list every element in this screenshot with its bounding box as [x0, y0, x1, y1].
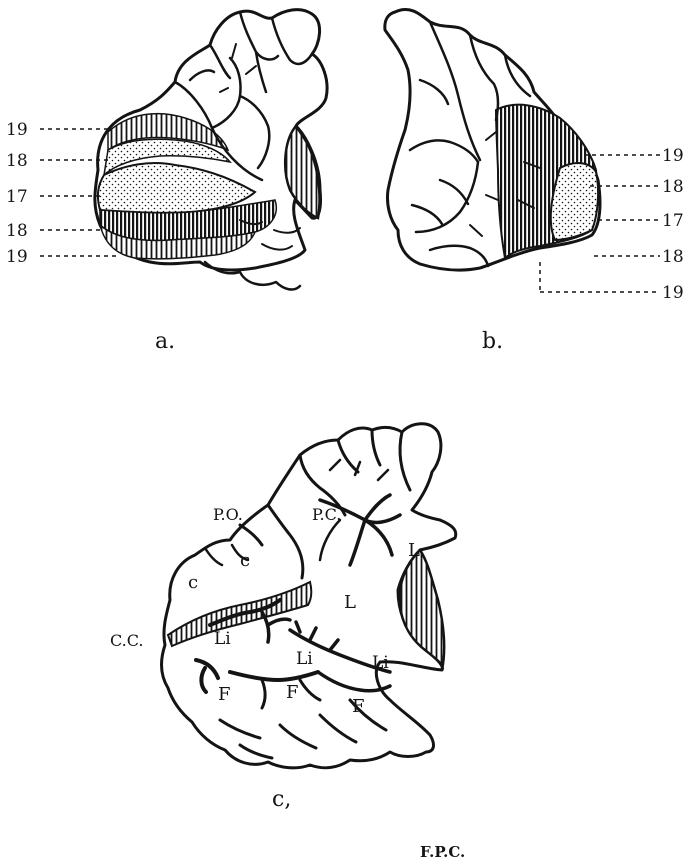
label-c-f-3: F [352, 696, 365, 717]
label-b-19-top: 19 [662, 146, 684, 166]
label-a-17: 17 [6, 187, 28, 207]
label-c-pc: P.C. [312, 505, 341, 524]
label-b-19-bottom: 19 [662, 283, 684, 303]
label-c-li-2: Li [296, 649, 313, 669]
label-c-l-upper: L [408, 540, 420, 561]
label-a-19-bottom: 19 [6, 247, 28, 267]
caption-b: b. [482, 329, 503, 354]
label-c-f-1: F [218, 684, 231, 705]
label-b-18-top: 18 [662, 177, 684, 197]
label-b-18-bottom: 18 [662, 247, 684, 267]
label-c-c2: c [240, 550, 250, 571]
brain-drawing-a [95, 10, 327, 290]
brain-drawing-c [162, 424, 456, 768]
artist-signature: F.P.C. [420, 843, 465, 861]
label-c-po: P.O. [213, 505, 243, 524]
label-c-f-2: F [286, 682, 299, 703]
label-b-17: 17 [662, 211, 684, 231]
label-a-18-bottom: 18 [6, 221, 28, 241]
label-c-li-3: Li [372, 653, 389, 673]
panel-b: 19 18 17 18 19 b. [385, 9, 684, 354]
label-a-18-top: 18 [6, 151, 28, 171]
caption-c: c, [272, 787, 291, 812]
caption-a: a. [155, 329, 175, 354]
panel-c: P.O. P.C. L L c c C.C. Li Li Li F F F c, [110, 424, 456, 812]
label-c-l-mid: L [344, 592, 356, 613]
label-a-19-top: 19 [6, 120, 28, 140]
label-c-cc: C.C. [110, 631, 144, 650]
panel-a: 19 18 17 18 19 a. [6, 10, 327, 354]
label-c-c1: c [188, 572, 198, 593]
brain-drawing-b [385, 9, 600, 270]
label-c-li-1: Li [214, 629, 231, 649]
